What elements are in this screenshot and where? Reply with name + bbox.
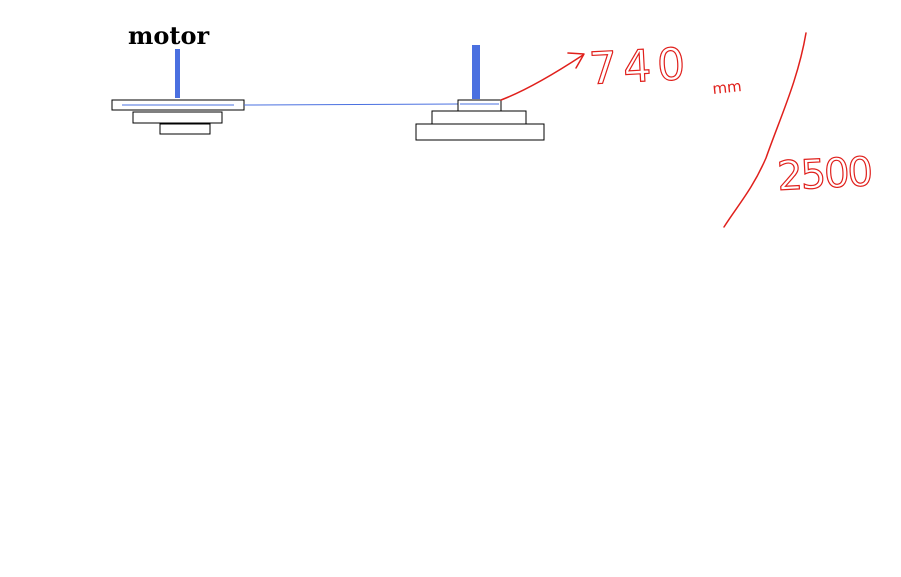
- motor-pulley-bottom: [159, 123, 211, 135]
- driven-pulley-middle: [431, 110, 527, 125]
- total-value: 2500: [776, 149, 872, 200]
- motor-shaft: [175, 49, 180, 98]
- distance-unit: mm: [712, 77, 743, 98]
- motor-pulley-middle: [132, 111, 223, 124]
- motor-label: motor: [128, 21, 209, 50]
- driven-shaft: [472, 45, 480, 99]
- driven-base: [415, 123, 545, 141]
- annotations: 740 mm 2500: [500, 32, 873, 228]
- separator-slash: [723, 32, 807, 228]
- drive-belt: [243, 103, 460, 106]
- motor-assembly: motor: [111, 21, 245, 135]
- distance-value: 740: [588, 39, 693, 95]
- driven-pulley-top: [457, 99, 502, 112]
- annotation-arrow-line: [500, 54, 584, 101]
- driven-assembly: [415, 45, 545, 141]
- annotation-arrow-head: [567, 52, 585, 69]
